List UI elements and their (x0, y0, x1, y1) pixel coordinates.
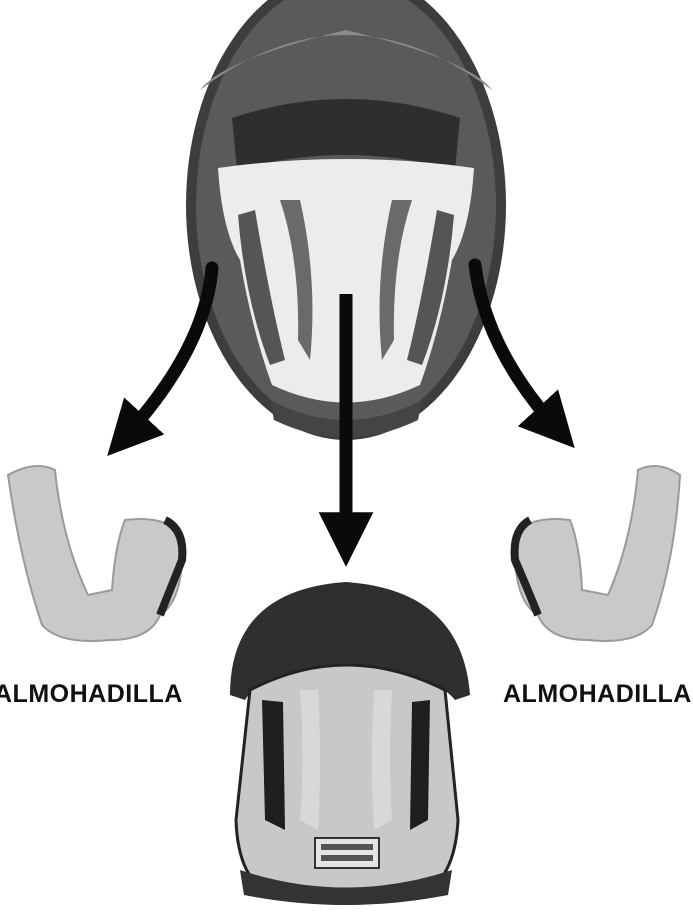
left-pad-label: ALMOHADILLA (0, 682, 183, 707)
left-cheek-pad-image (8, 466, 182, 641)
right-pad-label: ALMOHADILLA (503, 682, 693, 707)
right-cheek-pad-image (515, 466, 680, 641)
crown-liner-image (230, 582, 470, 905)
